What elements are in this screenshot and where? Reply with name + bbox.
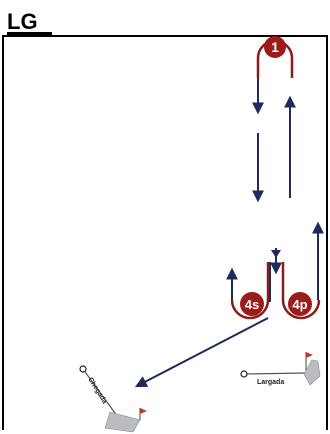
diagram-frame bbox=[2, 35, 328, 430]
mark-4p-buoy bbox=[288, 292, 312, 316]
finish-line bbox=[82, 368, 121, 421]
start-flag-icon bbox=[306, 352, 313, 358]
final-leg-to-finish bbox=[134, 317, 269, 388]
finish-flag-icon bbox=[140, 408, 147, 414]
start-line bbox=[243, 372, 307, 375]
mark-4s-buoy bbox=[240, 292, 264, 316]
mark-4s-label: 4s bbox=[245, 297, 259, 312]
mark-4p-label: 4p bbox=[292, 297, 307, 312]
mark-4p-rounding-loop bbox=[281, 262, 321, 320]
finish-committee-boat-icon bbox=[104, 411, 141, 433]
mark-1-label: 1 bbox=[271, 39, 279, 55]
start-label: Largada bbox=[257, 379, 284, 386]
diagram-title: LG bbox=[7, 9, 38, 34]
mark-1-buoy bbox=[264, 36, 286, 58]
mark-4s-rounding-loop bbox=[230, 262, 270, 320]
finish-pin-icon bbox=[79, 365, 87, 373]
start-committee-boat-icon bbox=[303, 359, 321, 386]
start-pin-icon bbox=[240, 370, 248, 378]
gate-center-arrowhead bbox=[271, 250, 281, 258]
title-underline bbox=[7, 32, 52, 35]
finish-label: Chegada bbox=[86, 376, 108, 405]
